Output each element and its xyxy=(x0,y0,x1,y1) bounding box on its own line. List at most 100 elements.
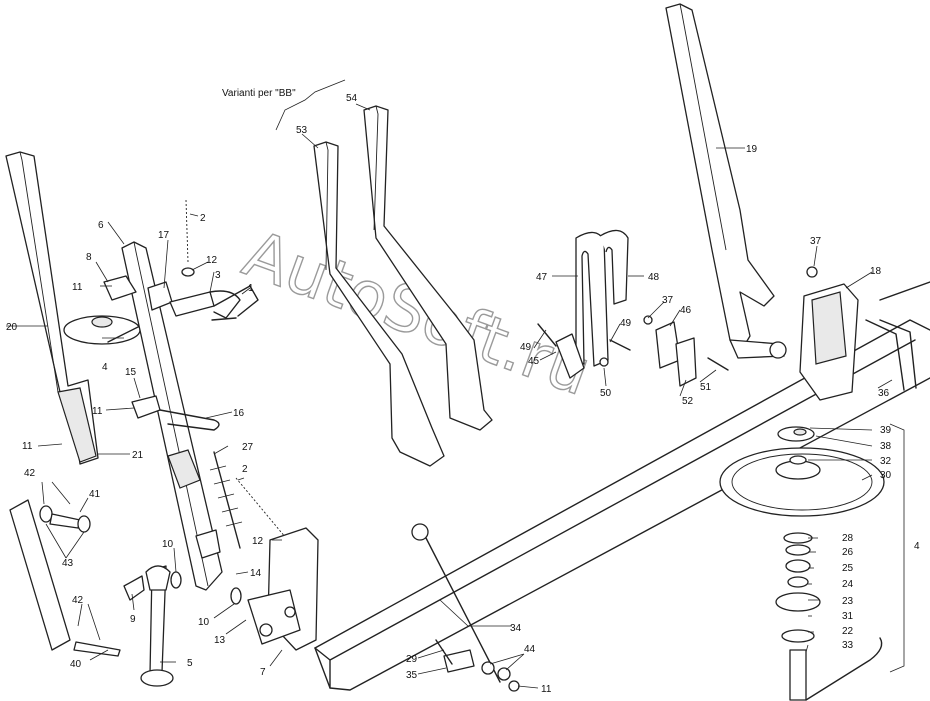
part-52-plate xyxy=(675,337,697,387)
part-1-hook xyxy=(211,285,259,321)
part-labels: 1 2 2 3 4 4 5 6 7 8 9 10 10 11 11 11 11 … xyxy=(6,93,920,695)
label-14: 14 xyxy=(250,568,262,579)
label-46: 46 xyxy=(680,305,692,316)
part-19-post xyxy=(665,3,787,359)
label-7: 7 xyxy=(260,667,266,678)
part-40-cylinder xyxy=(9,499,121,657)
label-8: 8 xyxy=(86,252,92,263)
label-37: 37 xyxy=(810,236,822,247)
label-25: 25 xyxy=(842,563,854,574)
label-37: 37 xyxy=(662,295,674,306)
label-38: 38 xyxy=(880,441,892,452)
label-42: 42 xyxy=(24,468,36,479)
part-5-stand xyxy=(140,565,174,687)
part-54-arm xyxy=(363,105,493,431)
part-18-clamp xyxy=(799,283,859,401)
part-3-pin xyxy=(169,290,241,319)
part-30-disc xyxy=(719,447,885,517)
part-9-lever xyxy=(123,575,145,601)
label-45: 45 xyxy=(528,356,540,367)
hub-stack xyxy=(775,532,821,643)
label-29: 29 xyxy=(406,654,418,665)
label-47: 47 xyxy=(536,272,548,283)
part-44-washers xyxy=(481,661,520,692)
part-35-plate xyxy=(435,639,475,673)
label-16: 16 xyxy=(233,408,245,419)
label-15: 15 xyxy=(125,367,137,378)
label-21: 21 xyxy=(132,450,144,461)
part-33-spindle xyxy=(789,637,883,701)
label-1: 1 xyxy=(248,283,254,294)
part-15-plate xyxy=(131,395,161,419)
part-7-bracket xyxy=(247,527,319,651)
label-11: 11 xyxy=(22,441,33,452)
part-6-arm xyxy=(121,241,223,591)
label-20: 20 xyxy=(6,322,18,333)
bolts-49-51 xyxy=(537,266,818,371)
part-2-chain-top xyxy=(181,199,195,277)
label-22: 22 xyxy=(842,626,854,637)
label-11: 11 xyxy=(72,282,83,293)
label-33: 33 xyxy=(842,640,854,651)
label-2: 2 xyxy=(200,213,206,224)
part-32-nut xyxy=(789,455,807,465)
label-32: 32 xyxy=(880,456,892,467)
label-34: 34 xyxy=(510,623,522,634)
label-53: 53 xyxy=(296,125,308,136)
label-26: 26 xyxy=(842,547,854,558)
part-47-bracket xyxy=(575,231,609,367)
label-13: 13 xyxy=(214,635,226,646)
label-39: 39 xyxy=(880,425,892,436)
label-9: 9 xyxy=(130,614,136,625)
label-52: 52 xyxy=(682,396,694,407)
part-48-bracket xyxy=(599,229,629,305)
part-2-chain-bottom xyxy=(235,477,287,539)
label-40: 40 xyxy=(70,659,82,670)
label-19: 19 xyxy=(746,144,758,155)
label-3: 3 xyxy=(215,270,221,281)
label-4: 4 xyxy=(102,362,108,373)
label-11: 11 xyxy=(92,406,103,417)
label-24: 24 xyxy=(842,579,854,590)
part-20-post xyxy=(5,151,99,465)
label-23: 23 xyxy=(842,596,854,607)
label-43: 43 xyxy=(62,558,74,569)
part-38-flange xyxy=(777,426,815,442)
label-36: 36 xyxy=(878,388,890,399)
label-50: 50 xyxy=(600,388,612,399)
label-27: 27 xyxy=(242,442,254,453)
label-44: 44 xyxy=(524,644,536,655)
label-51: 51 xyxy=(700,382,712,393)
label-35: 35 xyxy=(406,670,418,681)
label-18: 18 xyxy=(870,266,882,277)
label-6: 6 xyxy=(98,220,104,231)
part-53-arm xyxy=(313,141,445,467)
part-45-bracket xyxy=(555,333,585,379)
label-28: 28 xyxy=(842,533,854,544)
part-17-bracket xyxy=(147,281,173,311)
label-11: 11 xyxy=(541,684,552,695)
part-8-clamp xyxy=(103,275,137,301)
label-4: 4 xyxy=(914,541,920,552)
label-5: 5 xyxy=(187,658,193,669)
label-2: 2 xyxy=(242,464,248,475)
label-54: 54 xyxy=(346,93,358,104)
label-12: 12 xyxy=(252,536,264,547)
label-10: 10 xyxy=(162,539,174,550)
label-42: 42 xyxy=(72,595,84,606)
part-36-ubolt xyxy=(865,319,917,391)
label-10: 10 xyxy=(198,617,210,628)
part-16-ubolt xyxy=(159,409,220,431)
label-49: 49 xyxy=(620,318,632,329)
label-12: 12 xyxy=(206,255,218,266)
label-48: 48 xyxy=(648,272,660,283)
leader-lines xyxy=(6,79,905,689)
label-49: 49 xyxy=(520,342,532,353)
label-30: 30 xyxy=(880,470,892,481)
part-27-spring xyxy=(209,451,243,549)
part-4-small-disc xyxy=(63,315,149,345)
part-34-rod xyxy=(411,523,501,683)
label-17: 17 xyxy=(158,230,170,241)
variant-note: Varianti per "BB" xyxy=(222,88,296,99)
